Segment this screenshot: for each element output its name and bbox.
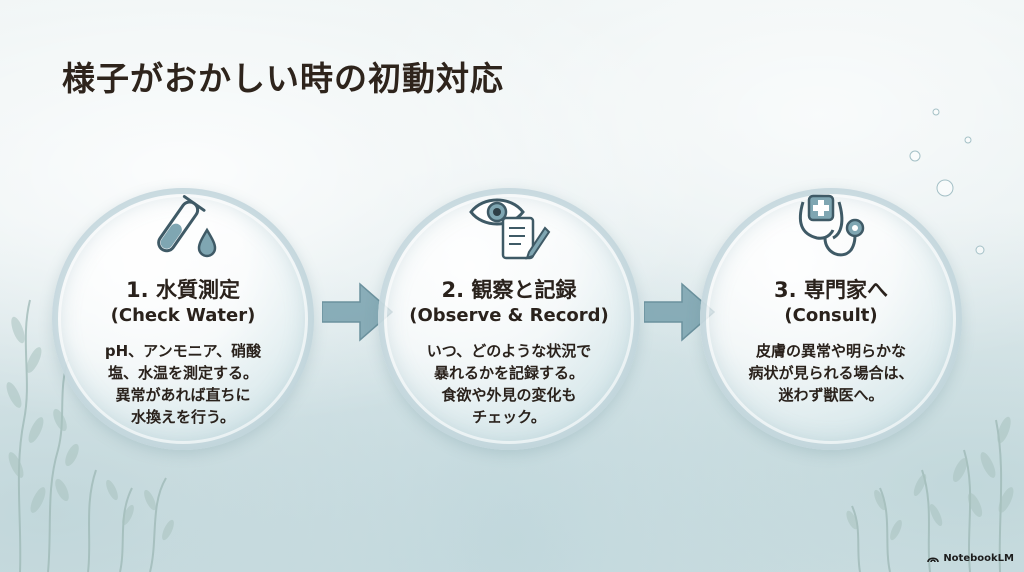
- step-card-consult: 3. 専門家へ (Consult) 皮膚の異常や明らかな 病状が見られる場合は、…: [700, 188, 962, 450]
- leaves-right-decoration: [846, 416, 1014, 541]
- seaweed-left-decoration: [17, 299, 167, 572]
- step-description-line: 皮膚の異常や明らかな: [755, 342, 906, 360]
- step-description-line: チェック。: [472, 408, 546, 426]
- step-subheading: (Consult): [784, 305, 878, 326]
- notebooklm-logo-icon: [927, 557, 940, 563]
- step-description: 皮膚の異常や明らかな 病状が見られる場合は、 迷わず獣医へ。: [716, 340, 946, 406]
- step-description-line: 暴れるかを記録する。: [433, 364, 584, 382]
- leaves-left-decoration: [6, 316, 174, 541]
- step-description-line: 病状が見られる場合は、: [748, 364, 914, 382]
- step-description: pH、アンモニア、硝酸 塩、水温を測定する。 異常があれば直ちに 水換えを行う。: [68, 340, 298, 428]
- step-heading: 2. 観察と記録: [441, 278, 577, 302]
- step-description: いつ、どのような状況で 暴れるかを記録する。 食欲や外見の変化も チェック。: [394, 340, 624, 428]
- step-description-line: いつ、どのような状況で: [426, 342, 592, 360]
- step-description-line: 食欲や外見の変化も: [441, 386, 577, 404]
- step-description-line: 異常があれば直ちに: [115, 386, 251, 404]
- eye-notepad-icon: [469, 198, 551, 260]
- stethoscope-icon: [798, 194, 865, 257]
- arrow-right-icon: [644, 282, 716, 342]
- step-card-check-water: 1. 水質測定 (Check Water) pH、アンモニア、硝酸 塩、水温を測…: [52, 188, 314, 450]
- step-description-line: 水換えを行う。: [130, 408, 236, 426]
- arrow-right-icon: [322, 282, 394, 342]
- step-description-line: 塩、水温を測定する。: [107, 364, 258, 382]
- brand-watermark: NotebookLM: [927, 553, 1014, 564]
- step-subheading: (Observe & Record): [409, 305, 609, 326]
- brand-label: NotebookLM: [943, 553, 1014, 564]
- step-subheading: (Check Water): [110, 305, 256, 326]
- page-title: 様子がおかしい時の初動対応: [62, 59, 504, 98]
- seaweed-right-decoration: [851, 419, 1003, 572]
- step-card-observe-record: 2. 観察と記録 (Observe & Record) いつ、どのような状況で …: [378, 188, 640, 450]
- bubbles-decoration: [909, 108, 985, 255]
- step-description-line: 迷わず獣医へ。: [778, 386, 884, 404]
- step-heading: 3. 専門家へ: [774, 278, 888, 302]
- test-tube-icon: [157, 195, 217, 258]
- step-heading: 1. 水質測定: [126, 278, 240, 302]
- step-description-line: pH、アンモニア、硝酸: [104, 342, 262, 360]
